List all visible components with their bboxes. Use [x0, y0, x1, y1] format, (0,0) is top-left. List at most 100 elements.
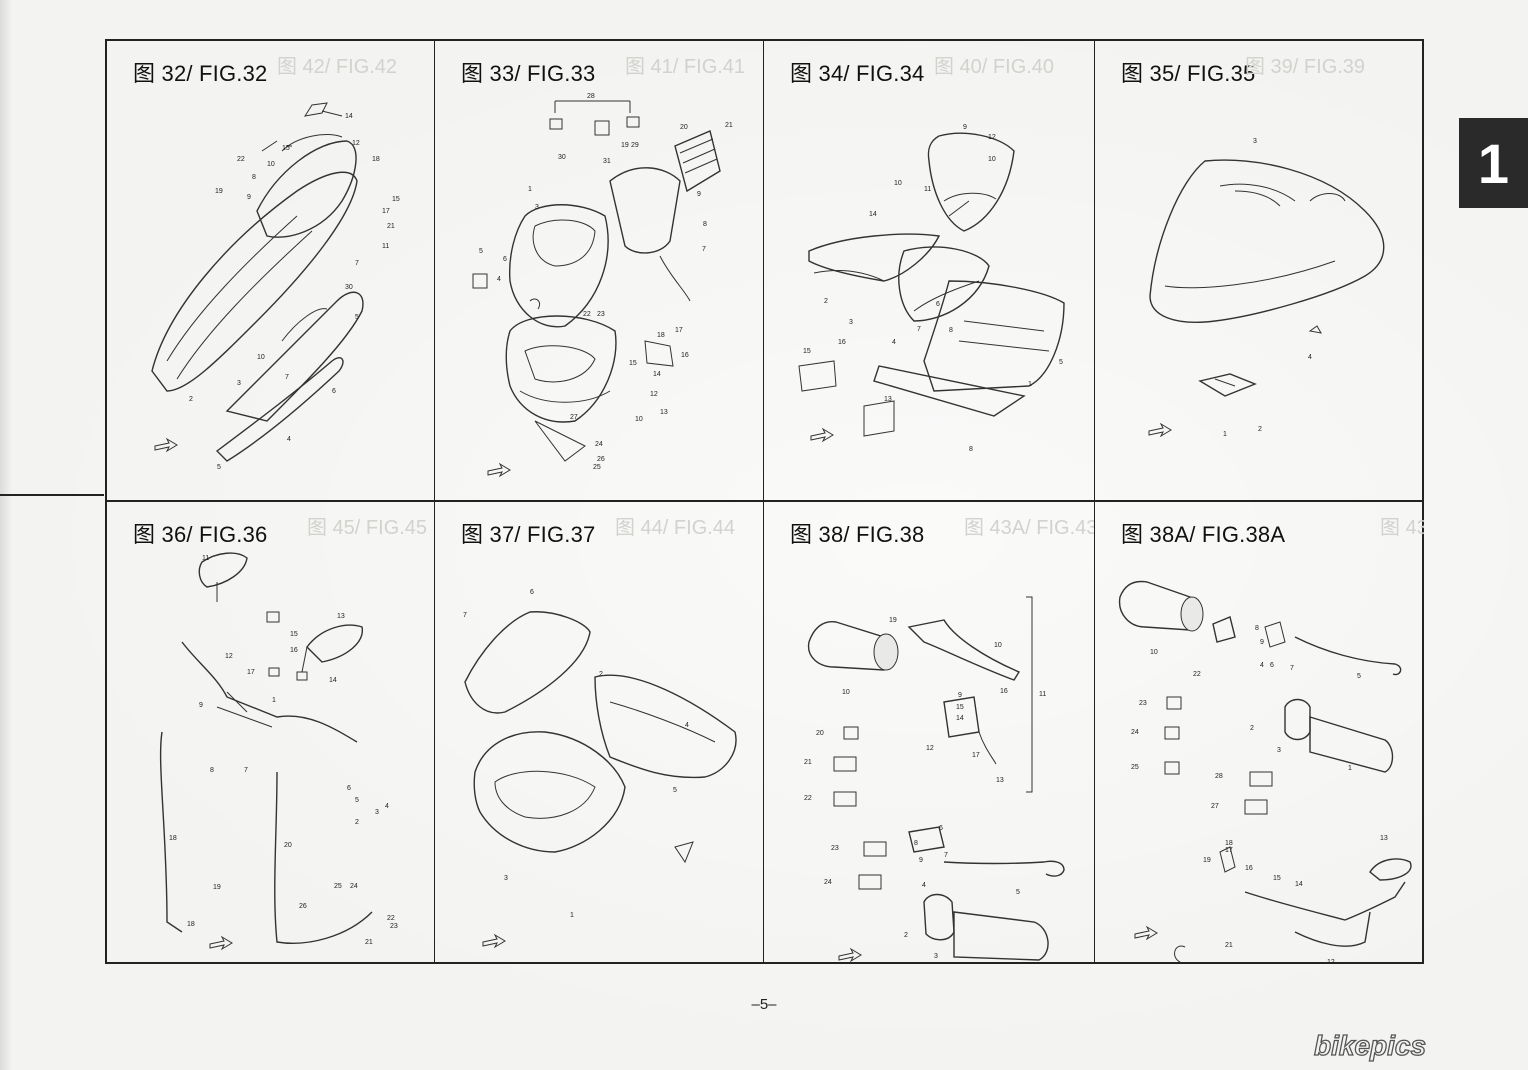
svg-text:13: 13: [1380, 835, 1388, 842]
svg-text:14: 14: [329, 677, 337, 684]
svg-text:7: 7: [1290, 665, 1294, 672]
svg-text:7: 7: [917, 326, 921, 333]
windshield-front-cover-diagram: 图 44/ FIG.44 67 24 53 1: [463, 517, 737, 949]
svg-text:14: 14: [653, 371, 661, 378]
svg-text:28: 28: [1215, 773, 1223, 780]
svg-text:2: 2: [1250, 725, 1254, 732]
svg-text:17: 17: [972, 752, 980, 759]
svg-text:7: 7: [355, 260, 359, 267]
svg-text:图 41/ FIG.41: 图 41/ FIG.41: [625, 56, 745, 78]
svg-text:22: 22: [237, 156, 245, 163]
svg-text:2: 2: [189, 396, 193, 403]
svg-text:16: 16: [838, 339, 846, 346]
svg-text:19: 19: [215, 188, 223, 195]
svg-text:4: 4: [385, 803, 389, 810]
svg-text:30: 30: [345, 284, 353, 291]
grid-divider: [107, 500, 1422, 502]
svg-text:4: 4: [892, 339, 896, 346]
svg-text:26: 26: [597, 456, 605, 463]
svg-text:21: 21: [1225, 942, 1233, 949]
svg-text:6: 6: [1270, 662, 1274, 669]
svg-text:5: 5: [217, 464, 221, 471]
svg-text:12: 12: [988, 134, 996, 141]
figure-title: 图 35/ FIG.35: [1121, 61, 1256, 86]
forward-arrow-icon: [838, 947, 862, 963]
forward-arrow-icon: [482, 933, 506, 949]
svg-text:图 43A/ FIG.43A: 图 43A/ FIG.43A: [964, 517, 1094, 539]
svg-text:9: 9: [199, 702, 203, 709]
svg-text:10: 10: [267, 161, 275, 168]
svg-text:19: 19: [1203, 857, 1211, 864]
svg-text:10: 10: [994, 642, 1002, 649]
svg-text:15: 15: [803, 348, 811, 355]
svg-text:1: 1: [528, 186, 532, 193]
figure-title: 图 38/ FIG.38: [790, 522, 925, 547]
svg-text:29: 29: [631, 142, 639, 149]
svg-text:8: 8: [1255, 625, 1259, 632]
svg-text:10: 10: [894, 180, 902, 187]
section-tab: 1: [1459, 118, 1528, 208]
svg-text:3: 3: [849, 319, 853, 326]
svg-text:28: 28: [587, 93, 595, 100]
svg-text:21: 21: [387, 223, 395, 230]
svg-text:6: 6: [503, 256, 507, 263]
svg-text:25: 25: [593, 464, 601, 471]
svg-text:16: 16: [1000, 688, 1008, 695]
svg-text:16: 16: [681, 352, 689, 359]
svg-text:图 45/ FIG.45: 图 45/ FIG.45: [307, 517, 427, 539]
svg-text:13: 13: [337, 613, 345, 620]
svg-text:4: 4: [1260, 662, 1264, 669]
svg-text:9: 9: [1260, 639, 1264, 646]
svg-text:16: 16: [290, 647, 298, 654]
svg-text:24: 24: [595, 441, 603, 448]
svg-text:14: 14: [869, 211, 877, 218]
svg-text:13: 13: [884, 396, 892, 403]
svg-text:2: 2: [355, 819, 359, 826]
svg-text:22: 22: [387, 915, 395, 922]
svg-text:11: 11: [924, 186, 931, 193]
svg-text:18: 18: [169, 835, 177, 842]
svg-text:7: 7: [944, 852, 948, 859]
svg-text:26: 26: [299, 903, 307, 910]
svg-text:2: 2: [824, 298, 828, 305]
svg-text:4: 4: [287, 436, 291, 443]
svg-text:24: 24: [824, 879, 832, 886]
svg-text:9: 9: [963, 124, 967, 131]
svg-text:18: 18: [1225, 840, 1233, 847]
svg-text:30: 30: [558, 154, 566, 161]
svg-text:13: 13: [996, 777, 1004, 784]
svg-text:22: 22: [1193, 671, 1201, 678]
svg-text:5: 5: [1016, 889, 1020, 896]
svg-text:24: 24: [350, 883, 358, 890]
svg-text:27: 27: [570, 414, 578, 421]
svg-text:18: 18: [187, 921, 195, 928]
svg-text:2: 2: [599, 671, 603, 678]
svg-text:10: 10: [257, 354, 265, 361]
svg-text:15: 15: [956, 704, 964, 711]
svg-text:8: 8: [210, 767, 214, 774]
figure-title: 图 38A/ FIG.38A: [1121, 522, 1286, 547]
rear-body-cover-diagram: 图 42/ FIG.42 14 15 12 22 10 8 18 19 9 15…: [151, 56, 400, 471]
watermark-text: bikepics: [1314, 1030, 1426, 1061]
svg-text:11: 11: [202, 555, 209, 562]
page-edge-line: [0, 494, 104, 496]
svg-text:9: 9: [919, 857, 923, 864]
svg-text:23: 23: [390, 923, 398, 930]
svg-text:1: 1: [570, 912, 574, 919]
seat-storage-diagram: 图 39/ FIG.39 3 4 12: [1148, 56, 1385, 438]
forward-arrow-icon: [810, 427, 834, 443]
svg-text:1: 1: [1348, 765, 1352, 772]
svg-text:23: 23: [597, 311, 605, 318]
svg-text:2: 2: [904, 932, 908, 939]
svg-text:17: 17: [247, 669, 255, 676]
figure-32-panel: 图 32/ FIG.32 图 42/ FIG.42 14 15 12 22 10…: [107, 41, 434, 500]
